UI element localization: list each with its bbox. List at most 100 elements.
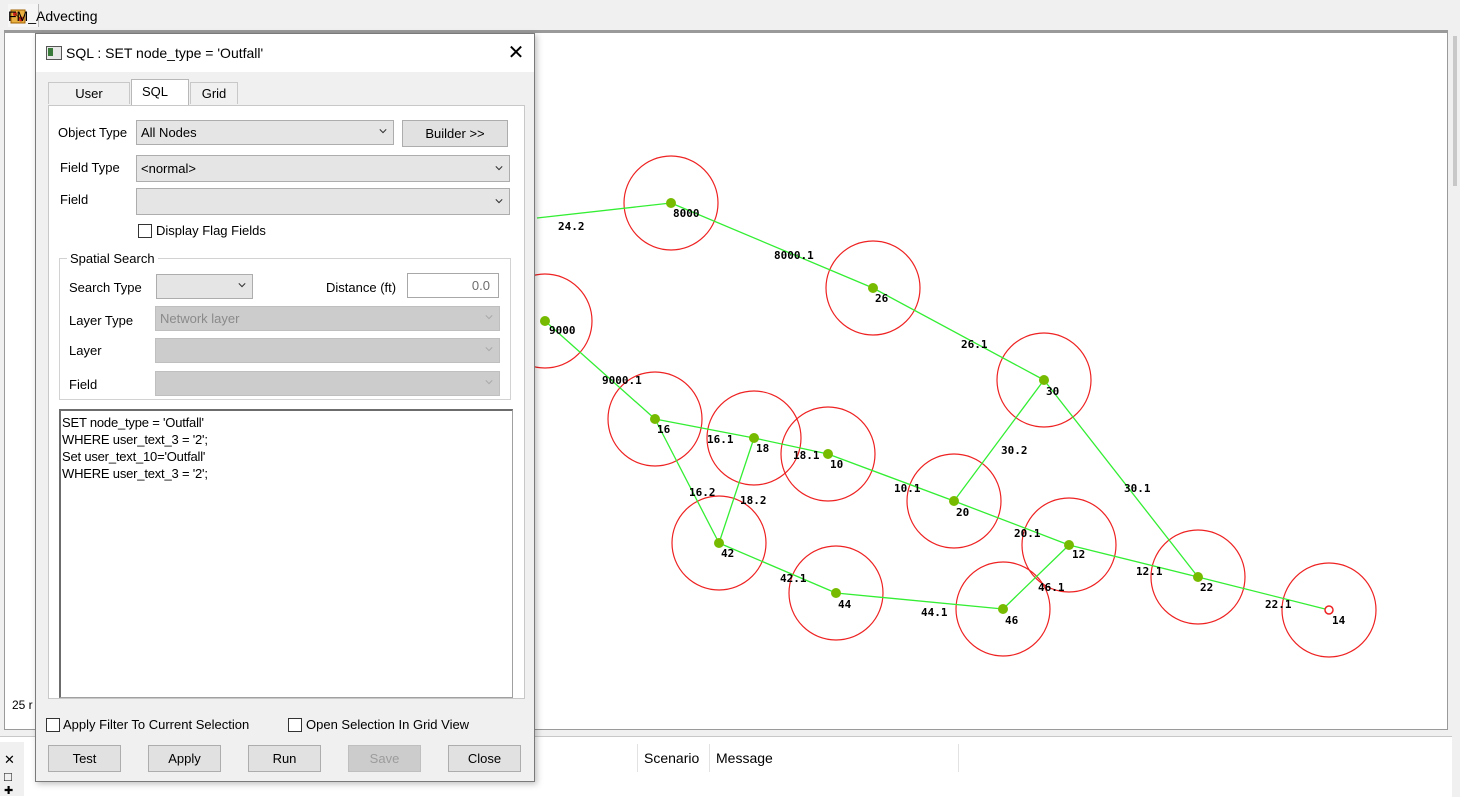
dialog-titlebar[interactable]: SQL : SET node_type = 'Outfall' ✕: [36, 34, 534, 72]
apply-button[interactable]: Apply: [148, 745, 221, 772]
node-buffer-circle[interactable]: [780, 406, 876, 502]
column-header-message[interactable]: Message: [709, 744, 958, 772]
node-buffer-circle[interactable]: [788, 545, 884, 641]
node-point[interactable]: [998, 604, 1008, 614]
link-label[interactable]: 10.1: [894, 482, 921, 495]
node-label[interactable]: 14: [1332, 614, 1346, 627]
link-label[interactable]: 20.1: [1014, 527, 1041, 540]
node-point[interactable]: [1064, 540, 1074, 550]
link-line[interactable]: [718, 542, 837, 594]
link-line[interactable]: [1068, 544, 1199, 578]
save-button[interactable]: Save: [348, 745, 421, 772]
link-line[interactable]: [670, 202, 874, 289]
link-line[interactable]: [1002, 544, 1070, 610]
tab-sql[interactable]: SQL: [131, 79, 189, 106]
node-label[interactable]: 42: [721, 547, 734, 560]
node-label[interactable]: 10: [830, 458, 843, 471]
layer-type-select[interactable]: Network layer: [155, 306, 500, 331]
node-point[interactable]: [831, 588, 841, 598]
sql-query-textarea[interactable]: SET node_type = 'Outfall' WHERE user_tex…: [59, 409, 513, 698]
node-buffer-circle[interactable]: [906, 453, 1002, 549]
scrollbar-thumb[interactable]: [1453, 36, 1457, 186]
link-line[interactable]: [544, 320, 656, 420]
link-line[interactable]: [872, 287, 1045, 381]
link-line[interactable]: [536, 202, 672, 219]
node-buffer-circle[interactable]: [706, 390, 802, 486]
node-buffer-circle[interactable]: [607, 371, 703, 467]
link-line[interactable]: [753, 437, 829, 455]
node-label[interactable]: 9000: [549, 324, 576, 337]
link-line[interactable]: [654, 418, 755, 439]
builder-button[interactable]: Builder >>: [402, 120, 508, 147]
node-point[interactable]: [650, 414, 660, 424]
link-label[interactable]: 46.1: [1038, 581, 1065, 594]
link-label[interactable]: 16.1: [707, 433, 734, 446]
link-line[interactable]: [654, 418, 720, 544]
close-icon[interactable]: ✕: [4, 752, 15, 767]
node-point[interactable]: [540, 316, 550, 326]
vertical-scrollbar[interactable]: [1450, 30, 1460, 770]
node-point[interactable]: [949, 496, 959, 506]
node-buffer-circle[interactable]: [1150, 529, 1246, 625]
node-label[interactable]: 46: [1005, 614, 1019, 627]
node-buffer-circle[interactable]: [996, 332, 1092, 428]
node-point[interactable]: [1039, 375, 1049, 385]
link-label[interactable]: 30.1: [1124, 482, 1151, 495]
node-label[interactable]: 20: [956, 506, 969, 519]
pin-icon[interactable]: ✚: [4, 785, 14, 797]
link-label[interactable]: 42.1: [780, 572, 807, 585]
node-label[interactable]: 12: [1072, 548, 1085, 561]
node-label[interactable]: 8000: [673, 207, 700, 220]
link-line[interactable]: [835, 592, 1004, 610]
node-label[interactable]: 44: [838, 598, 852, 611]
document-tab[interactable]: FM_Advecting: [8, 4, 97, 27]
node-label[interactable]: 22: [1200, 581, 1213, 594]
node-point[interactable]: [1324, 605, 1334, 615]
node-point[interactable]: [714, 538, 724, 548]
apply-filter-checkbox[interactable]: [46, 718, 60, 732]
link-line[interactable]: [953, 500, 1070, 546]
node-buffer-circle[interactable]: [955, 561, 1051, 657]
link-label[interactable]: 44.1: [921, 606, 948, 619]
search-type-select[interactable]: [156, 274, 253, 299]
node-point[interactable]: [749, 433, 759, 443]
link-label[interactable]: 12.1: [1136, 565, 1163, 578]
node-buffer-circle[interactable]: [1281, 562, 1377, 658]
link-line[interactable]: [953, 379, 1045, 502]
field-type-select[interactable]: <normal>: [136, 155, 510, 182]
node-buffer-circle[interactable]: [671, 495, 767, 591]
tab-grid[interactable]: Grid: [190, 82, 238, 104]
link-line[interactable]: [1197, 576, 1330, 611]
node-buffer-circle[interactable]: [1021, 497, 1117, 593]
layer-select[interactable]: [155, 338, 500, 363]
open-grid-checkbox[interactable]: [288, 718, 302, 732]
node-point[interactable]: [823, 449, 833, 459]
link-label[interactable]: 18.2: [740, 494, 767, 507]
link-label[interactable]: 8000.1: [774, 249, 814, 262]
spatial-field-select[interactable]: [155, 371, 500, 396]
node-buffer-circle[interactable]: [623, 155, 719, 251]
tab-user-macros[interactable]: User Macros: [48, 82, 130, 123]
node-label[interactable]: 26: [875, 292, 889, 305]
link-label[interactable]: 30.2: [1001, 444, 1028, 457]
node-point[interactable]: [666, 198, 676, 208]
link-line[interactable]: [718, 437, 755, 544]
link-label[interactable]: 22.1: [1265, 598, 1292, 611]
node-buffer-circle[interactable]: [825, 240, 921, 336]
object-type-select[interactable]: All Nodes: [136, 120, 394, 145]
link-label[interactable]: 18.1: [793, 449, 820, 462]
display-flag-fields-checkbox[interactable]: [138, 224, 152, 238]
node-point[interactable]: [1193, 572, 1203, 582]
link-label[interactable]: 24.2: [558, 220, 585, 233]
link-line[interactable]: [1043, 379, 1199, 578]
restore-icon[interactable]: □: [4, 769, 12, 784]
node-label[interactable]: 18: [756, 442, 769, 455]
link-label[interactable]: 9000.1: [602, 374, 642, 387]
node-point[interactable]: [868, 283, 878, 293]
close-button[interactable]: Close: [448, 745, 521, 772]
node-label[interactable]: 16: [657, 423, 671, 436]
column-header-scenario[interactable]: Scenario: [637, 744, 708, 772]
test-button[interactable]: Test: [48, 745, 121, 772]
link-label[interactable]: 26.1: [961, 338, 988, 351]
